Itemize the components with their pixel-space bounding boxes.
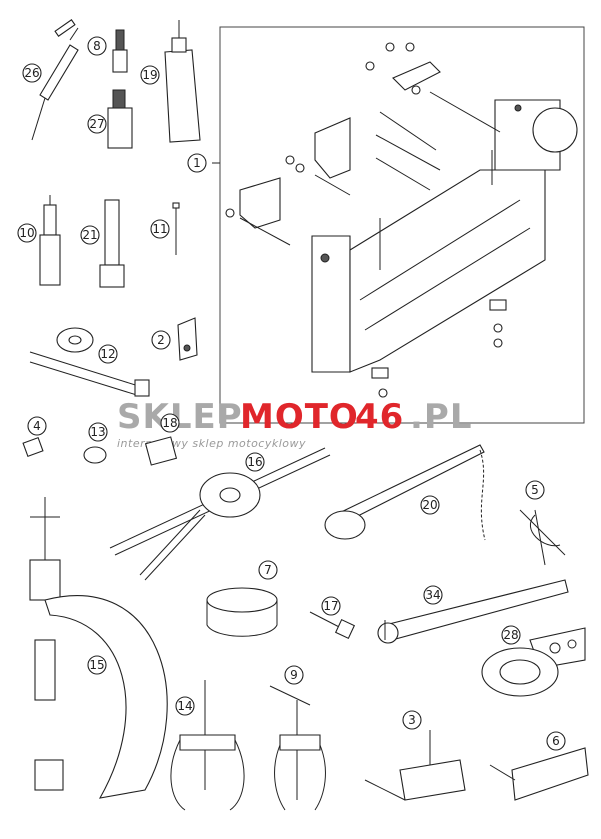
svg-text:21: 21 [82, 228, 97, 242]
bearing-puller-illustration [170, 680, 245, 811]
flywheel-lock-tool-illustration [489, 747, 589, 801]
callout-28: 28 [501, 625, 521, 645]
small-bottle-illustration [112, 29, 128, 73]
watermark-46: 46 [355, 397, 404, 437]
callout-3: 3 [402, 710, 422, 730]
bolt-spacer-illustration [29, 327, 150, 397]
callout-11: 11 [150, 219, 170, 239]
engine-stand-group-frame [219, 26, 585, 424]
svg-text:7: 7 [264, 563, 272, 577]
svg-text:13: 13 [90, 425, 105, 439]
svg-text:26: 26 [24, 66, 39, 80]
callout-10: 10 [17, 223, 37, 243]
svg-text:28: 28 [503, 628, 518, 642]
callout-19: 19 [140, 65, 160, 85]
cap-nut-illustration [83, 446, 107, 464]
socket-tool-illustration [144, 436, 178, 466]
svg-text:19: 19 [142, 68, 157, 82]
callout-8: 8 [87, 36, 107, 56]
svg-text:8: 8 [93, 39, 101, 53]
watermark-sklep: SKLEP [117, 397, 243, 437]
pin-tool-illustration [172, 202, 180, 255]
callout-13: 13 [88, 422, 108, 442]
svg-text:12: 12 [100, 347, 115, 361]
svg-text:18: 18 [162, 416, 177, 430]
pin-wrench-illustration [377, 579, 569, 644]
callout-21: 21 [80, 225, 100, 245]
svg-text:34: 34 [425, 588, 440, 602]
svg-text:3: 3 [408, 713, 416, 727]
callout-5: 5 [525, 480, 545, 500]
drift-tool-illustration [99, 199, 125, 288]
svg-text:10: 10 [19, 226, 34, 240]
engine-stand-illustration [225, 42, 578, 398]
flywheel-puller-illustration [109, 447, 331, 581]
callout-4: 4 [27, 416, 47, 436]
watermark-moto: MOTO [240, 397, 359, 437]
svg-text:17: 17 [323, 599, 338, 613]
press-tool-illustration [364, 730, 466, 801]
svg-text:4: 4 [33, 419, 41, 433]
callout-14: 14 [175, 696, 195, 716]
callout-27: 27 [87, 114, 107, 134]
callout-9: 9 [284, 665, 304, 685]
svg-text:11: 11 [152, 222, 167, 236]
chain-holder-illustration [324, 444, 486, 541]
callout-26: 26 [22, 63, 42, 83]
callout-1: 1 [187, 153, 207, 173]
small-bracket-illustration [177, 317, 198, 361]
callout-34: 34 [423, 585, 443, 605]
circlip-pliers-illustration [519, 509, 566, 566]
callout-6: 6 [546, 731, 566, 751]
clutch-holder-plate-illustration [481, 627, 586, 697]
svg-text:1: 1 [193, 156, 201, 170]
callout-7: 7 [258, 560, 278, 580]
threadlock-bottle-illustration [107, 89, 133, 149]
syringe-illustration [31, 19, 79, 141]
callout-12: 12 [98, 344, 118, 364]
svg-text:14: 14 [177, 699, 192, 713]
callout-15: 15 [87, 655, 107, 675]
callout-2: 2 [151, 330, 171, 350]
svg-text:15: 15 [89, 658, 104, 672]
svg-text:27: 27 [89, 117, 104, 131]
watermark-pl: .PL [410, 397, 473, 437]
small-plug-illustration [22, 436, 44, 458]
callout-20: 20 [420, 495, 440, 515]
svg-text:6: 6 [552, 734, 560, 748]
valve-tool-illustration [309, 611, 356, 640]
callout-17: 17 [321, 596, 341, 616]
piston-ring-compressor-illustration [206, 587, 278, 637]
svg-text:20: 20 [422, 498, 437, 512]
callout-18: 18 [160, 413, 180, 433]
svg-text:9: 9 [290, 668, 298, 682]
svg-text:5: 5 [531, 483, 539, 497]
two-jaw-puller-illustration [269, 685, 326, 811]
watermark: SKLEP MOTO 46 .PL internetowy sklep moto… [117, 397, 473, 450]
valve-spring-compressor-illustration [29, 497, 168, 799]
callout-16: 16 [245, 452, 265, 472]
svg-text:2: 2 [157, 333, 165, 347]
svg-text:16: 16 [247, 455, 262, 469]
sealant-tube-illustration [164, 20, 201, 143]
slide-hammer-puller-illustration [39, 195, 61, 286]
